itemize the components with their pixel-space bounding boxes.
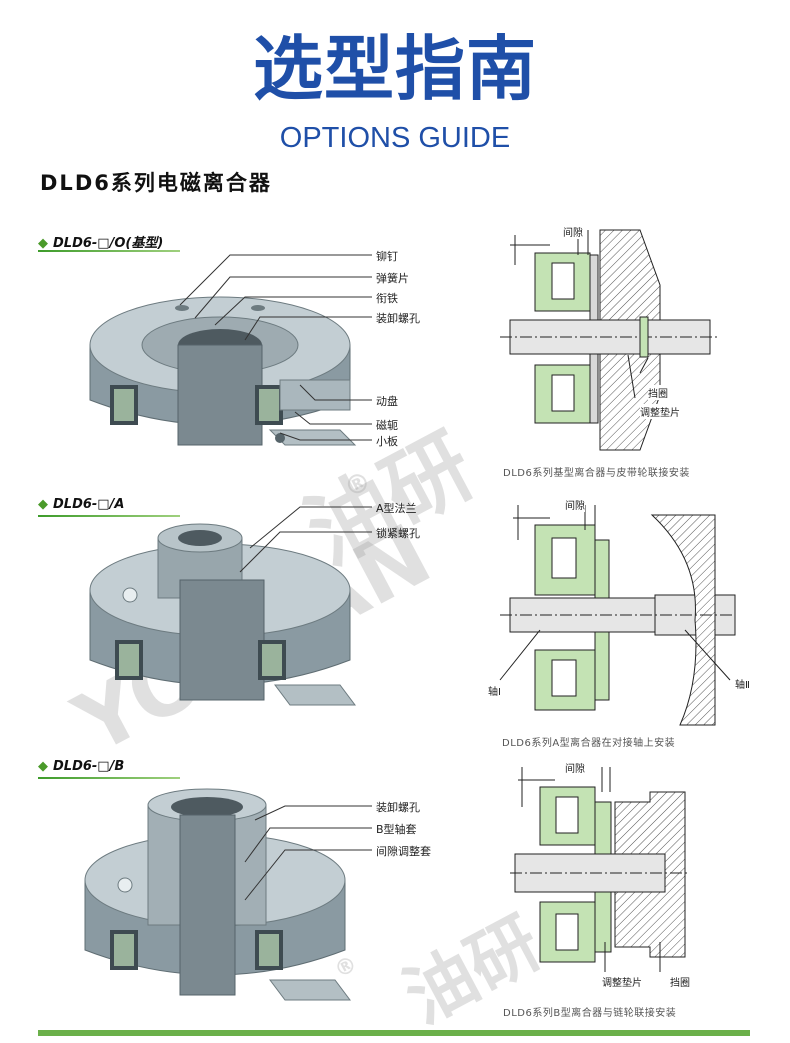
section-heading: ◆DLD6-□/O(基型) bbox=[38, 236, 164, 251]
diamond-icon: ◆ bbox=[38, 236, 48, 251]
part-label: 动盘 bbox=[376, 395, 398, 408]
part-label: 衔铁 bbox=[376, 292, 398, 305]
diamond-icon: ◆ bbox=[38, 497, 48, 512]
part-label: B型轴套 bbox=[376, 823, 417, 836]
page-title: 选型指南 bbox=[253, 28, 537, 110]
part-label: 弹簧片 bbox=[376, 272, 409, 285]
diagram-label: 轴Ⅰ bbox=[488, 683, 501, 698]
installation-diagram-b bbox=[510, 767, 690, 972]
section-underline bbox=[38, 250, 180, 252]
diagram-label: 挡圈 bbox=[648, 385, 668, 400]
diagram-caption: DLD6系列B型离合器与链轮联接安装 bbox=[503, 1008, 677, 1019]
section-heading: ◆DLD6-□/B bbox=[38, 759, 125, 774]
part-label: A型法兰 bbox=[376, 502, 417, 515]
clutch-illustration-a bbox=[89, 523, 356, 706]
diagram-label: 调整垫片 bbox=[602, 974, 642, 989]
series-title: DLD6系列电磁离合器 bbox=[40, 171, 272, 195]
diagram-caption: DLD6系列基型离合器与皮带轮联接安装 bbox=[503, 468, 690, 479]
part-label: 装卸螺孔 bbox=[376, 801, 420, 814]
page-subtitle: OPTIONS GUIDE bbox=[279, 122, 511, 154]
part-label: 小板 bbox=[376, 435, 398, 448]
section-underline bbox=[38, 777, 180, 779]
clutch-illustration-o bbox=[89, 296, 357, 446]
diamond-icon: ◆ bbox=[38, 759, 48, 774]
diagram-label: 间隙 bbox=[563, 224, 583, 239]
section-heading: ◆DLD6-□/A bbox=[38, 497, 125, 512]
part-label: 磁轭 bbox=[376, 419, 398, 432]
diagram-label: 间隙 bbox=[565, 760, 585, 775]
diagram-label: 间隙 bbox=[565, 497, 585, 512]
diagram-label: 挡圈 bbox=[670, 974, 690, 989]
installation-diagram-o bbox=[500, 229, 720, 451]
part-label: 锁紧螺孔 bbox=[376, 527, 420, 540]
installation-diagram-a bbox=[499, 505, 736, 726]
diagram-label: 调整垫片 bbox=[640, 404, 680, 419]
diagram-label: 轴Ⅱ bbox=[735, 676, 750, 691]
section-underline bbox=[38, 515, 180, 517]
part-label: 装卸螺孔 bbox=[376, 312, 420, 325]
clutch-illustration-b bbox=[84, 788, 351, 1001]
part-label: 铆钉 bbox=[376, 250, 398, 263]
part-label: 间隙调整套 bbox=[376, 845, 431, 858]
table-header-band bbox=[38, 1030, 750, 1036]
diagram-caption: DLD6系列A型离合器在对接轴上安装 bbox=[502, 738, 676, 749]
